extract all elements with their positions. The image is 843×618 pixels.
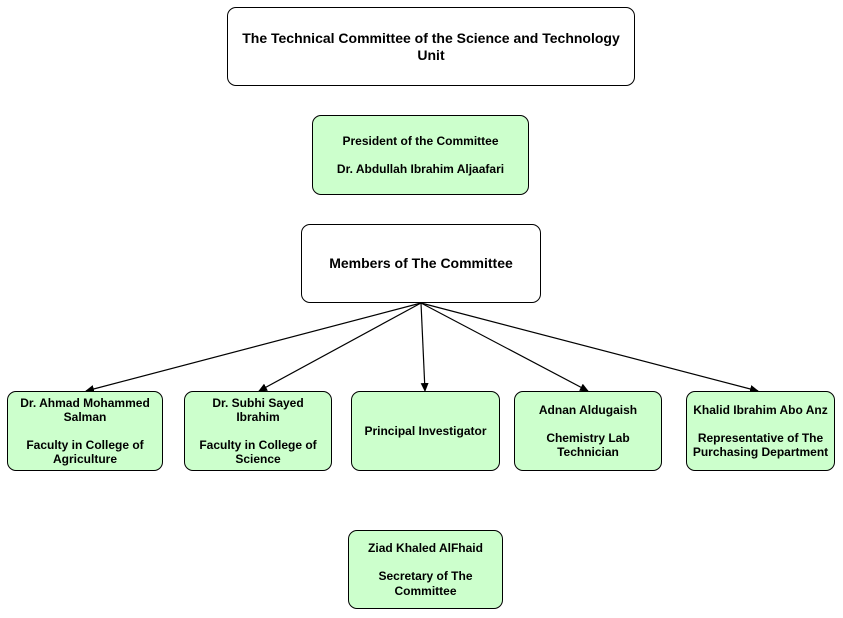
member-2-name: Dr. Subhi Sayed Ibrahim xyxy=(212,395,304,424)
members-header: Members of The Committee xyxy=(329,255,513,272)
member-1-name: Dr. Ahmad Mohammed Salman xyxy=(20,395,150,424)
president-name: Dr. Abdullah Ibrahim Aljaafari xyxy=(336,162,505,176)
member-2-role: Faculty in College of Science xyxy=(199,438,317,467)
committee-title: The Technical Committee of the Science a… xyxy=(242,29,620,63)
member-box-4: Adnan Aldugaish Chemistry Lab Technician xyxy=(514,391,662,471)
member-1-role: Faculty in College of Agriculture xyxy=(26,438,144,467)
member-3-name: Principal Investigator xyxy=(364,423,487,438)
member-4-name: Adnan Aldugaish xyxy=(538,402,638,417)
secretary-box: Ziad Khaled AlFhaid Secretary of The Com… xyxy=(348,530,503,609)
committee-title-box: The Technical Committee of the Science a… xyxy=(227,7,635,86)
member-5-role: Representative of The Purchasing Departm… xyxy=(692,430,829,460)
arrow-to-member-5 xyxy=(420,302,759,393)
member-box-3: Principal Investigator xyxy=(351,391,500,471)
secretary-name: Ziad Khaled AlFhaid xyxy=(368,541,483,556)
member-5-name: Khalid Ibrahim Abo Anz xyxy=(693,402,828,417)
member-box-2: Dr. Subhi Sayed Ibrahim Faculty in Colle… xyxy=(184,391,332,471)
member-4-role: Chemistry Lab Technician xyxy=(546,430,630,460)
president-box: President of the Committee Dr. Abdullah … xyxy=(312,115,529,195)
president-role: President of the Committee xyxy=(342,133,499,148)
members-header-box: Members of The Committee xyxy=(301,224,541,303)
secretary-role: Secretary of The Committee xyxy=(378,569,473,598)
member-box-1: Dr. Ahmad Mohammed Salman Faculty in Col… xyxy=(7,391,163,471)
arrow-to-member-1 xyxy=(85,302,422,393)
arrow-to-member-2 xyxy=(258,302,422,392)
arrow-to-member-4 xyxy=(420,302,589,392)
member-box-5: Khalid Ibrahim Abo Anz Representative of… xyxy=(686,391,835,471)
arrow-to-member-3 xyxy=(420,302,429,392)
